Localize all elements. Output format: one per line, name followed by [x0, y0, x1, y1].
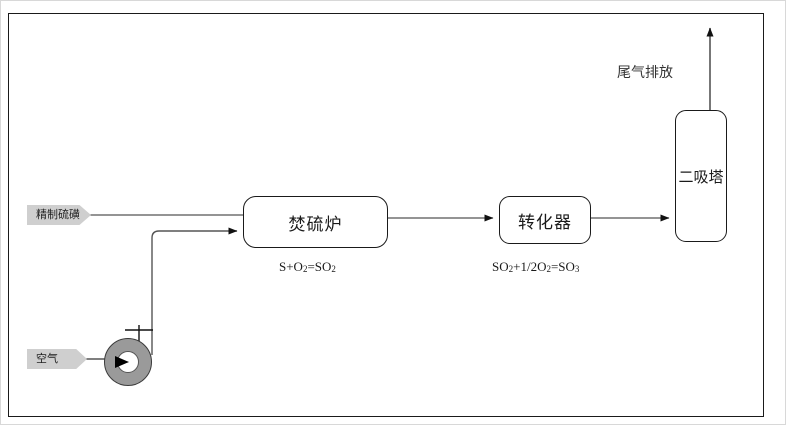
stream-tag-refined-sulfur: 精制硫磺	[27, 205, 91, 225]
eq-conv-sub3: 3	[574, 264, 580, 274]
eq-conv-part1: SO	[492, 259, 509, 274]
unit-sulfur-furnace: 焚硫炉	[243, 196, 388, 248]
line-blower-to-furnace	[151, 227, 238, 355]
eq-conv-part3: =SO	[550, 259, 575, 274]
equation-furnace: S+O2=SO2	[279, 259, 336, 275]
unit-label-tower: 二吸塔	[678, 168, 724, 186]
unit-converter: 转化器	[499, 196, 591, 244]
blower-impeller-icon	[115, 356, 129, 368]
air-blower-icon	[104, 338, 152, 386]
eq-furnace-part2: =SO	[307, 259, 332, 274]
eq-conv-sub2: 2	[546, 264, 551, 274]
unit-label-furnace: 焚硫炉	[288, 214, 343, 234]
stream-tag-air: 空气	[27, 349, 87, 369]
equation-converter: SO2+1/2O2=SO3	[492, 259, 579, 275]
eq-conv-sub1: 2	[508, 264, 514, 274]
unit-second-absorption-tower: 二吸塔	[675, 110, 727, 242]
exhaust-emission-label: 尾气排放	[617, 64, 673, 80]
eq-furnace-part1: S+O	[279, 259, 303, 274]
eq-furnace-sub2: 2	[331, 264, 336, 274]
eq-conv-part2: +1/2O	[513, 259, 547, 274]
eq-furnace-sub1: 2	[302, 264, 308, 274]
unit-label-converter: 转化器	[518, 212, 572, 232]
